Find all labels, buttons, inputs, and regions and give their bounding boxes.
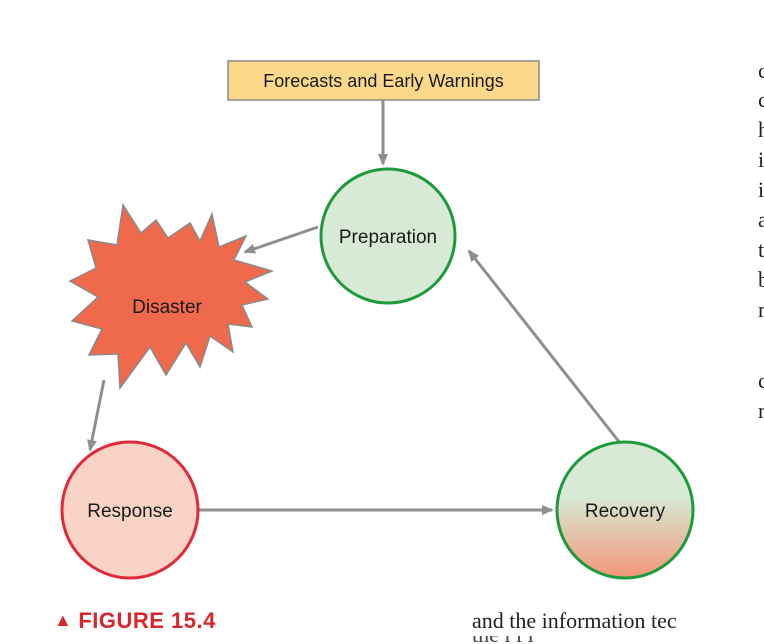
response-node: Response: [60, 440, 200, 580]
recovery-label: Recovery: [585, 501, 666, 522]
forecast-label: Forecasts and Early Warnings: [263, 71, 503, 91]
side-text-letter: r: [758, 398, 764, 423]
arrow-preparation-to-disaster: [243, 225, 319, 254]
side-text-letter: c: [758, 58, 764, 83]
preparation-node: Preparation: [319, 167, 457, 305]
response-label: Response: [87, 501, 173, 522]
disaster-cycle-diagram: Forecasts and Early Warnings Preparation…: [60, 60, 695, 580]
arrow-recovery-to-preparation: [467, 249, 622, 444]
side-text-letter: c: [758, 87, 764, 112]
side-text-letter: r: [758, 297, 764, 322]
body-text-line: and the information tec: [472, 608, 677, 633]
recovery-node: Recovery: [555, 440, 695, 580]
body-text-cut-line: the i l i: [472, 636, 762, 644]
arrow-disaster-to-response: [87, 379, 106, 452]
preparation-label: Preparation: [339, 227, 437, 248]
figure-caption: ▲FIGURE 15.4: [54, 608, 216, 634]
side-text-letter: i: [758, 177, 764, 202]
forecast-box: Forecasts and Early Warnings: [227, 60, 540, 101]
triangle-marker-icon: ▲: [54, 610, 73, 630]
side-text-letter: h: [758, 117, 764, 142]
disaster-starburst-icon: [68, 202, 275, 391]
disaster-label: Disaster: [132, 297, 202, 318]
disaster-node: Disaster: [68, 202, 275, 391]
side-text-letter: t: [758, 237, 764, 262]
figure-label: FIGURE 15.4: [78, 608, 216, 633]
body-text-cut-line-text: the i l i: [472, 636, 762, 644]
side-text-letter: c: [758, 368, 764, 393]
side-text-letter: b: [758, 267, 764, 292]
side-text-letter: a: [758, 207, 764, 232]
side-text-letter: i: [758, 147, 764, 172]
